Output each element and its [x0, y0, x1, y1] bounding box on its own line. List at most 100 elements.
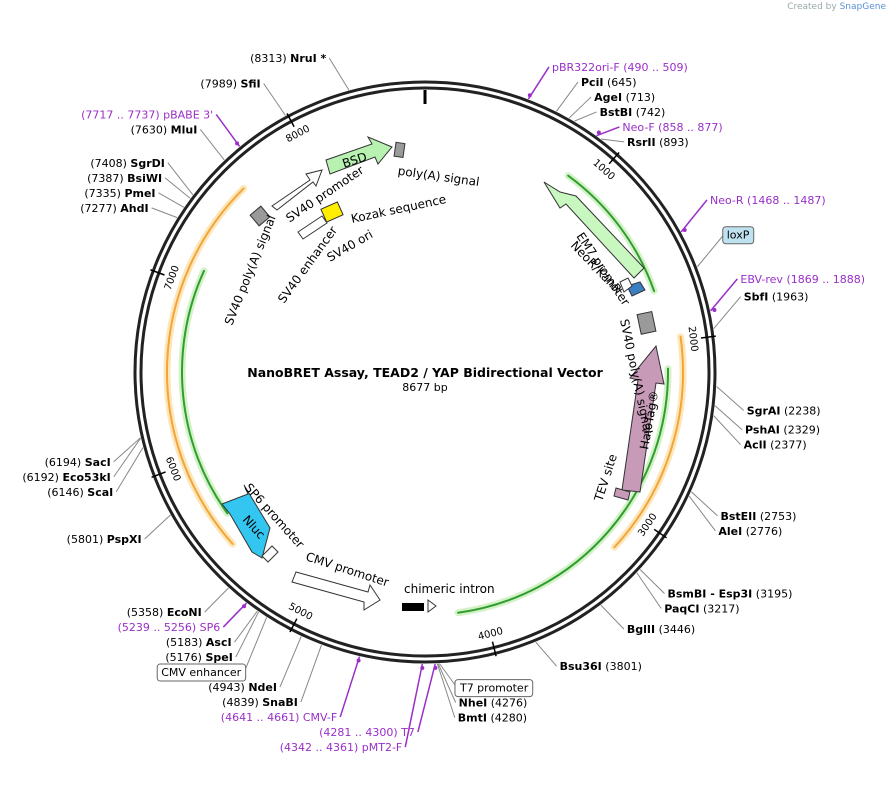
site-label: (8313) NruI *: [250, 52, 326, 65]
site-label: BglII (3446): [627, 623, 695, 636]
label-pos: (6194): [45, 456, 82, 469]
tick-mark: [150, 269, 165, 276]
tick-mark: [289, 618, 298, 633]
leader-line: [339, 656, 361, 718]
leader-line: [199, 129, 225, 161]
label-name: BsiWI: [127, 172, 162, 185]
kozak-feature: [320, 201, 344, 223]
site-label: AleI (2776): [718, 525, 782, 538]
site-label: (6192) Eco53kI: [22, 471, 110, 484]
leader-line: [164, 177, 191, 199]
label-name: ScaI: [87, 486, 113, 499]
loxp-small-feature: [619, 277, 633, 293]
label-pos: (5239 .. 5256): [118, 621, 197, 634]
site-label: (4943) NdeI: [208, 681, 277, 694]
primer-label: (7717 .. 7737) pBABE 3': [81, 108, 213, 121]
primer-mark: [235, 141, 240, 146]
outer-labels: (8313) NruI *(7989) SfiI(7717 .. 7737) p…: [22, 52, 865, 754]
label-name: SacI: [85, 456, 111, 469]
site-label: PciI (645): [581, 76, 637, 89]
leader-line: [535, 641, 558, 667]
tev-feature: [613, 487, 631, 501]
primer-label: (4281 .. 4300) T7: [319, 726, 415, 739]
label-name: AhdI: [120, 202, 148, 215]
leader-line: [279, 636, 302, 688]
feature-tag: T7 promoter: [459, 682, 529, 695]
label-name: AclI: [744, 439, 767, 452]
map-size: 8677 bp: [402, 381, 447, 394]
sv40-polya-left-label: SV40 poly(A) signal: [222, 213, 279, 327]
leader-line: [437, 663, 457, 703]
orf-arc-left-inner: [181, 269, 229, 515]
leader-line: [600, 138, 625, 143]
label-name: EBV-rev: [740, 273, 783, 286]
site-label: (4839) SnaBI: [222, 696, 298, 709]
label-pos: (1468 .. 1487): [747, 194, 826, 207]
label-pos: (3195): [756, 587, 793, 600]
primer-label: Neo-R (1468 .. 1487): [710, 194, 826, 207]
leader-line: [574, 111, 597, 122]
leader-line: [716, 386, 745, 411]
sv40-promoter-feature[interactable]: [271, 169, 323, 211]
tick-mark: [608, 152, 620, 165]
label-name: RsrII: [627, 136, 656, 149]
label-leaders: [113, 57, 745, 748]
label-name: SnaBI: [262, 696, 298, 709]
label-pos: (7335): [84, 187, 121, 200]
primer-label: (5239 .. 5256) SP6: [118, 621, 221, 634]
halotag-feature[interactable]: [621, 344, 665, 493]
tick-label: 1000: [590, 158, 616, 183]
leader-line: [713, 415, 742, 446]
feature-tag: CMV enhancer: [161, 666, 241, 679]
tick-mark: [151, 471, 166, 479]
leader-line: [688, 495, 716, 532]
site-label: (6146) ScaI: [47, 486, 113, 499]
neor-feature[interactable]: [543, 181, 645, 279]
label-pos: (7717 .. 7737): [81, 108, 160, 121]
tick-label: 5000: [286, 601, 314, 622]
primer-mark: [712, 308, 717, 313]
orf-arc-neo: [567, 174, 656, 293]
tick-label: 2000: [685, 326, 699, 353]
label-name: Neo-F: [622, 121, 654, 134]
leader-line: [527, 66, 550, 100]
label-name: NdeI: [248, 681, 277, 694]
label-pos: (742): [636, 106, 666, 119]
leader-line: [235, 611, 260, 658]
leader-line: [404, 663, 424, 748]
label-name: BglII: [627, 623, 655, 636]
site-label: (5183) AscI: [166, 636, 232, 649]
feature-tag-box: [156, 663, 247, 682]
label-name: MluI: [171, 123, 198, 136]
label-name: pBABE 3': [163, 108, 213, 121]
site-label: (7387) BsiWI: [87, 172, 162, 185]
primer-label: Neo-F (858 .. 877): [622, 121, 722, 134]
label-name: AgeI: [594, 91, 622, 104]
brand-prefix: Created by: [787, 2, 837, 12]
label-name: pBR322ori-F: [552, 61, 620, 74]
chimeric-intron-feature: [402, 603, 424, 611]
orf-arc-left-glow: [163, 185, 248, 548]
nluc-feature[interactable]: [221, 484, 271, 559]
feature-tag: loxP: [727, 229, 750, 242]
feature-tag-box: [454, 679, 534, 698]
label-name: PspXI: [107, 533, 142, 546]
label-name: PaqCI: [664, 602, 699, 615]
label-pos: (7989): [200, 77, 237, 90]
label-pos: (5183): [166, 636, 203, 649]
label-pos: (2329): [783, 424, 820, 437]
leader-line: [556, 81, 579, 112]
bsd-feature[interactable]: [325, 135, 393, 175]
label-name: NheI: [459, 697, 488, 710]
label-pos: (3217): [703, 602, 740, 615]
leader-line: [144, 514, 171, 540]
feature-shapes: [221, 135, 665, 613]
label-name: SbfI: [744, 291, 769, 304]
cmv-promoter-feature[interactable]: [291, 571, 381, 611]
label-pos: (7387): [87, 172, 124, 185]
leader-line: [713, 296, 742, 329]
site-label: BmtI (4280): [458, 712, 527, 725]
polya-top-box: [393, 141, 406, 159]
leader-line: [714, 405, 743, 431]
label-name: AleI: [718, 525, 742, 538]
